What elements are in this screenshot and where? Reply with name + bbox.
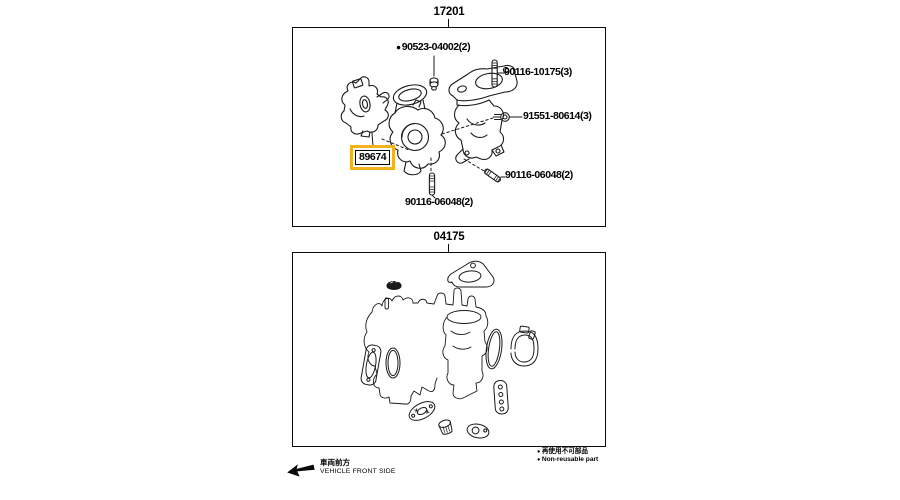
v-band-clamp-drawing (510, 325, 539, 367)
nut-icon (429, 77, 439, 91)
front-direction-arrow-icon (287, 464, 315, 477)
textured-oval-gasket-drawing (408, 401, 436, 421)
oval-ring-drawing (385, 347, 401, 379)
figure-tick-bottom (448, 244, 450, 252)
turbocharger-assembly-diagram (340, 55, 523, 199)
legend-non-reusable: ●再使用不可部品 ●Non-reusable part (537, 448, 598, 464)
part-number: 90116-06048(2) (405, 196, 473, 208)
part-label-89674-highlighted[interactable]: 89674 (350, 145, 396, 170)
strip-gasket-drawing (493, 379, 509, 415)
turbocharger-drawing (388, 84, 446, 176)
figure-tick-top (448, 19, 450, 27)
part-number: 90116-06048(2) (505, 169, 573, 181)
rectangular-gasket-drawing (360, 344, 382, 386)
top-diagram-box (292, 27, 606, 227)
leader-lines (371, 55, 523, 199)
bracket-part-drawing (340, 76, 390, 138)
part-number: 90523-04002(2) (401, 41, 471, 53)
part-label-91551-80614[interactable]: 91551-80614(3) (523, 110, 592, 122)
stud-icon (428, 172, 436, 196)
front-side-label-en: VEHICLE FRONT SIDE (320, 468, 396, 475)
stud-icon (484, 168, 501, 183)
bottom-diagram-box (292, 252, 606, 447)
small-cap-drawing (438, 419, 453, 435)
hex-bolt-icon (493, 112, 510, 122)
legend-label-ja: 再使用不可部品 (541, 448, 588, 455)
front-side-label-ja: 車両前方 (320, 458, 350, 467)
triangular-gasket-drawing (447, 260, 495, 288)
hole-oval-gasket-drawing (466, 423, 490, 439)
figure-code-17201: 17201 (433, 6, 465, 18)
figure-code-04175: 04175 (433, 231, 465, 243)
non-reusable-dot-icon: ● (396, 42, 401, 52)
part-label-90523-04002[interactable]: ●90523-04002(2) (396, 41, 471, 53)
part-number: 90116-10175(3) (504, 66, 572, 78)
legend-label-en: Non-reusable part (541, 456, 599, 463)
part-number: 91551-80614(3) (523, 110, 592, 122)
o-ring-drawing (485, 328, 503, 370)
turbo-ghost-outline (363, 287, 489, 405)
part-label-90116-06048-right[interactable]: 90116-06048(2) (505, 169, 573, 181)
part-number: 89674 (355, 150, 391, 165)
exhaust-manifold-drawing (448, 64, 518, 164)
gasket-kit-diagram (360, 260, 539, 439)
part-label-90116-06048-bottom[interactable]: 90116-06048(2) (405, 196, 473, 208)
cap-drawing (386, 281, 402, 290)
part-label-90116-10175[interactable]: 90116-10175(3) (504, 66, 572, 78)
non-reusable-dot-icon: ● (537, 449, 541, 455)
front-side-indicator: 車両前方 VEHICLE FRONT SIDE (320, 459, 396, 476)
non-reusable-dot-icon: ● (537, 457, 541, 463)
